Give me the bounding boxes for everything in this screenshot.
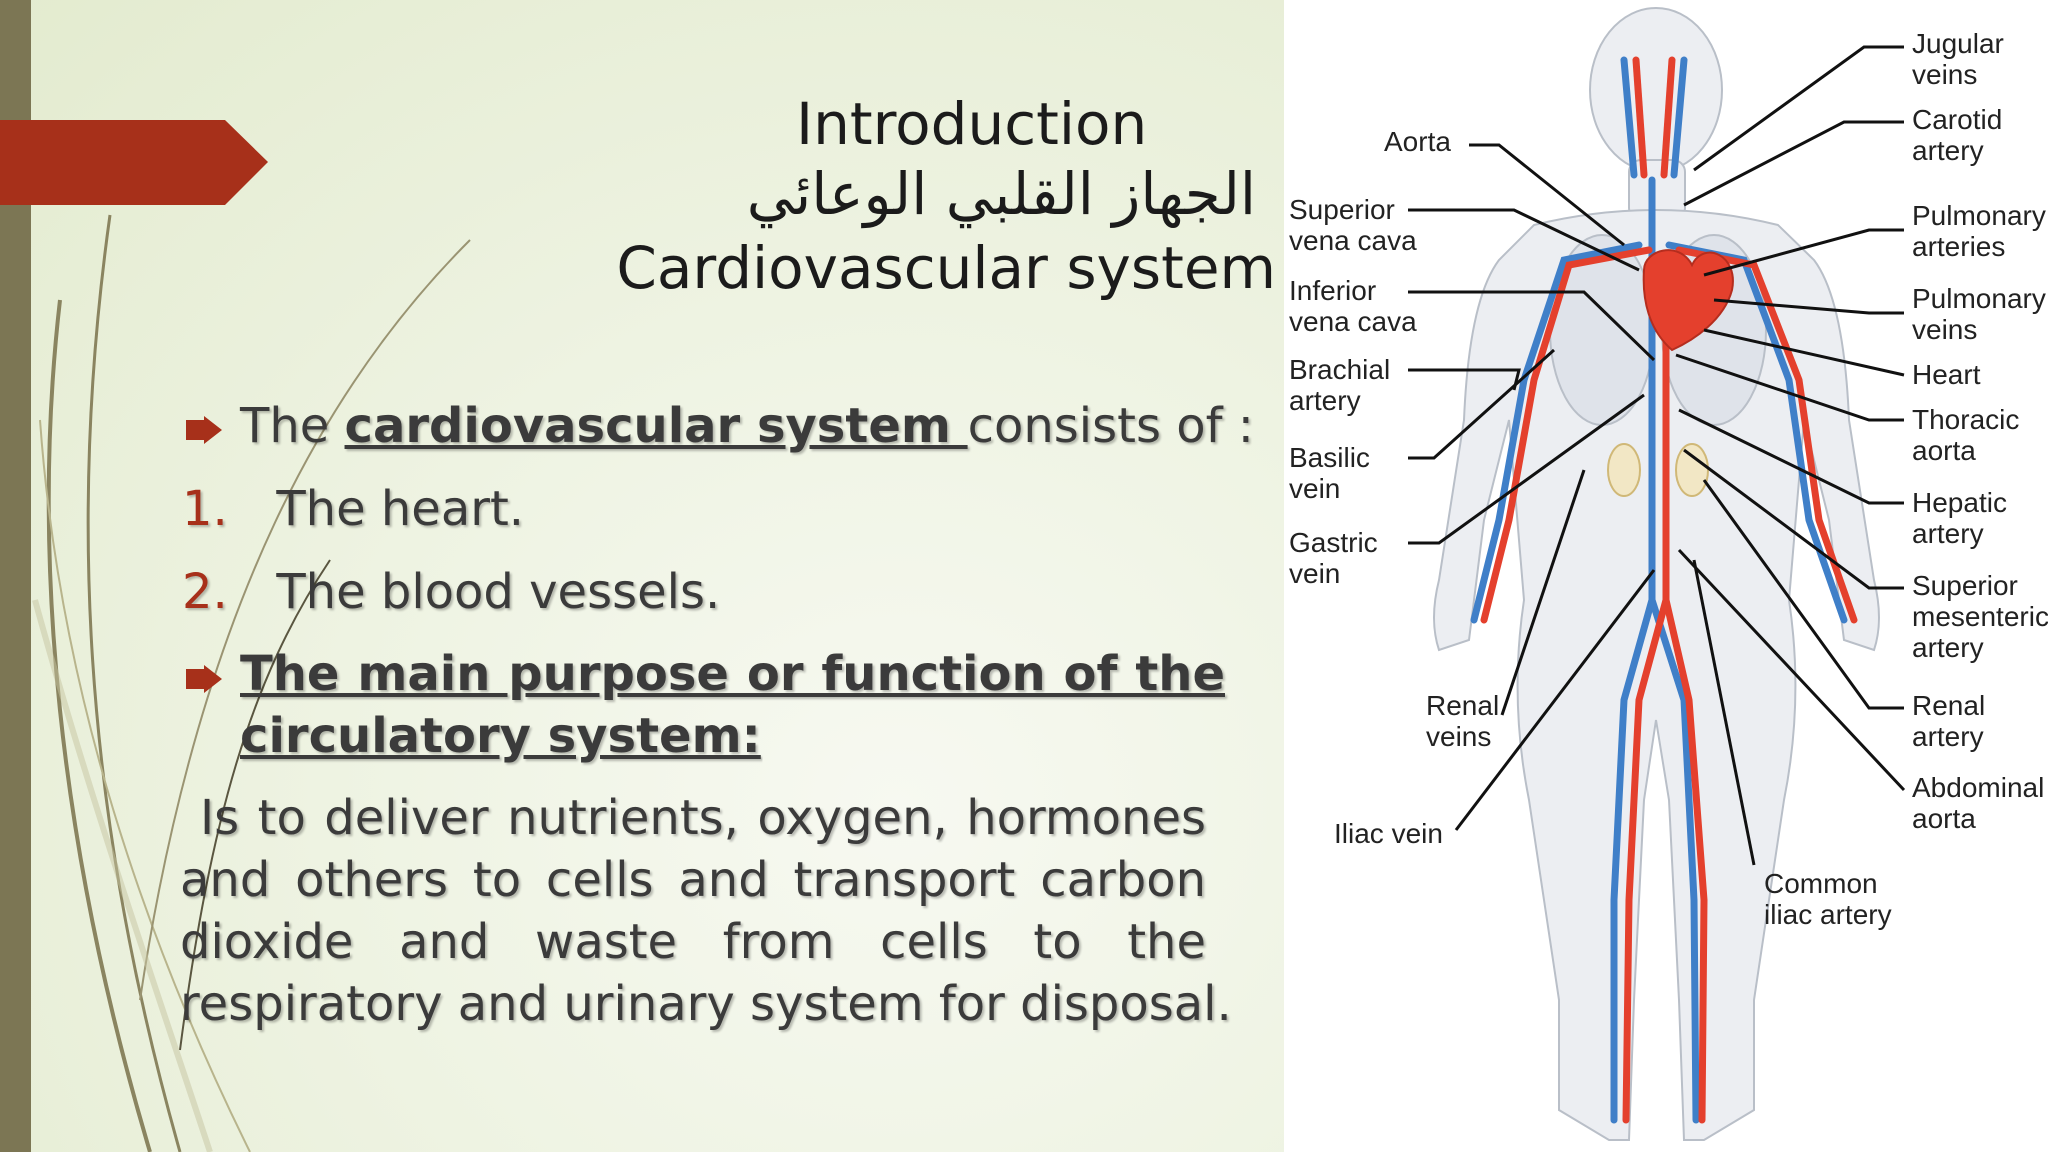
body-illustration — [1408, 7, 1906, 1141]
list-text: The blood vessels. — [276, 564, 721, 620]
label-brachial-artery: Brachial artery — [1289, 354, 1391, 416]
list-number: 2. — [182, 564, 228, 620]
title-arabic: الجهاز القلبي الوعائي — [746, 160, 1256, 228]
label-aorta: Aorta — [1384, 126, 1451, 157]
purpose-heading-line2: circulatory system: — [240, 708, 761, 764]
label-basilic-vein: Basilic vein — [1289, 442, 1370, 504]
label-renal-artery: Renal artery — [1912, 690, 1986, 752]
label-superior-mesenteric-artery: Superior mesenteric artery — [1912, 570, 2048, 663]
label-common-iliac-artery: Common iliac artery — [1764, 868, 1892, 930]
title-introduction: Introduction — [796, 90, 1148, 158]
label-iliac-vein: Iliac vein — [1334, 818, 1443, 849]
list-item: 1. The heart. — [182, 478, 524, 540]
title-marker-arrow — [0, 120, 268, 205]
paragraph-line3: dioxide and waste from cells to the — [180, 914, 1206, 970]
purpose-heading-line1: The main purpose or function of the — [240, 646, 1225, 702]
label-gastric-vein: Gastric vein — [1289, 527, 1378, 589]
label-hepatic-artery: Hepatic artery — [1912, 487, 2007, 549]
paragraph-line2: and others to cells and transport carbon — [180, 852, 1206, 908]
paragraph-line1: Is to deliver nutrients, oxygen, hormone… — [200, 790, 1206, 846]
list-number: 1. — [182, 481, 228, 537]
title-english: Cardiovascular system — [616, 234, 1276, 302]
label-heart: Heart — [1912, 359, 1981, 390]
decorative-curves — [32, 214, 471, 1152]
label-pulmonary-arteries: Pulmonary arteries — [1912, 200, 2046, 262]
list-text: The heart. — [276, 481, 525, 537]
list-item: 2. The blood vessels. — [182, 561, 720, 623]
label-abdominal-aorta: Abdominal aorta — [1912, 772, 2045, 834]
label-jugular-veins: Jugular veins — [1912, 28, 2004, 90]
paragraph-line4: respiratory and urinary system for dispo… — [180, 976, 1232, 1032]
intro-bold-term: cardiovascular system — [344, 398, 968, 454]
label-inferior-vena-cava: Inferior vena cava — [1289, 275, 1417, 337]
slide-text-area: Introduction الجهاز القلبي الوعائي Cardi… — [0, 0, 1284, 1152]
intro-post: consists of : — [967, 398, 1254, 454]
intro-line: The cardiovascular system consists of : — [240, 395, 1254, 457]
bullet-arrow-icon — [186, 416, 222, 444]
label-carotid-artery: Carotid artery — [1912, 104, 2003, 166]
cardiovascular-diagram: Aorta Superior vena cava Inferior vena c… — [1284, 0, 2048, 1152]
label-renal-veins: Renal veins — [1426, 690, 1500, 752]
label-pulmonary-veins: Pulmonary veins — [1912, 283, 2046, 345]
bullet-arrow-icon — [186, 665, 222, 693]
label-superior-vena-cava: Superior vena cava — [1289, 194, 1417, 256]
label-thoracic-aorta: Thoracic aorta — [1912, 404, 2020, 466]
intro-pre: The — [240, 398, 345, 454]
